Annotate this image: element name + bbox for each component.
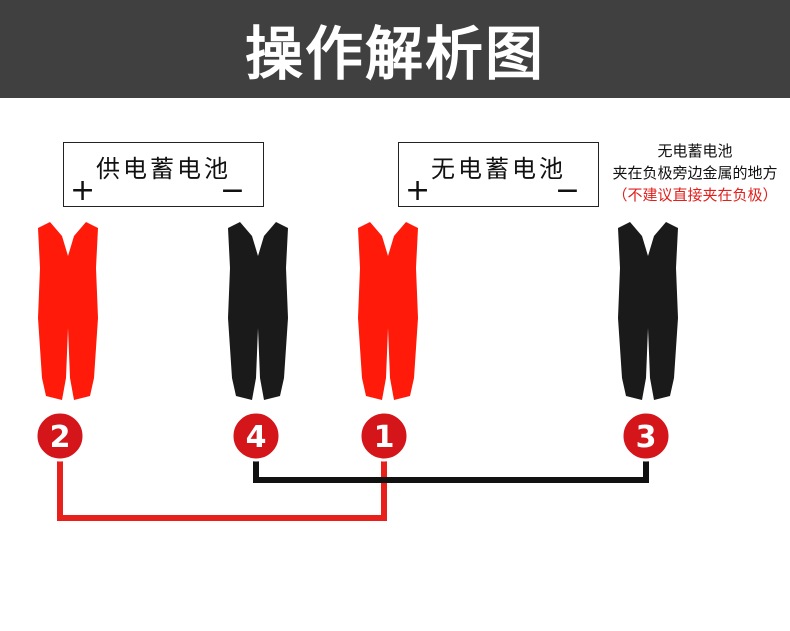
note-line-2: 夹在负极旁边金属的地方 <box>612 164 778 182</box>
dead-positive-terminal: + <box>405 173 431 208</box>
dead-battery-label: 无电蓄电池 <box>431 155 566 183</box>
page-title: 操作解析图 <box>244 20 545 88</box>
dead-negative-terminal: − <box>554 173 580 208</box>
badge-3-number: 3 <box>636 420 657 455</box>
badge-1: 1 <box>358 410 410 462</box>
badge-4: 4 <box>230 410 282 462</box>
title-banner: 操作解析图 <box>0 0 790 98</box>
donor-positive-terminal: + <box>70 173 96 208</box>
badge-2: 2 <box>34 410 86 462</box>
badge-4-number: 4 <box>246 420 267 455</box>
note-line-1: 无电蓄电池 <box>657 142 733 160</box>
donor-negative-terminal: − <box>219 173 245 208</box>
donor-battery-label: 供电蓄电池 <box>96 155 231 183</box>
black-clamp-4 <box>228 222 288 400</box>
donor-battery-box: 供电蓄电池 + − <box>63 142 264 207</box>
note-line-3: （不建议直接夹在负极） <box>612 186 778 204</box>
black-clamp-3 <box>618 222 678 400</box>
black-cable <box>253 440 649 483</box>
red-clamp-1 <box>358 222 418 400</box>
ground-note: 无电蓄电池 夹在负极旁边金属的地方 （不建议直接夹在负极） <box>604 140 786 206</box>
badge-3: 3 <box>620 410 672 462</box>
badge-1-number: 1 <box>374 420 395 455</box>
dead-battery-box: 无电蓄电池 + − <box>398 142 599 207</box>
badge-2-number: 2 <box>50 420 71 455</box>
red-clamp-2 <box>38 222 98 400</box>
